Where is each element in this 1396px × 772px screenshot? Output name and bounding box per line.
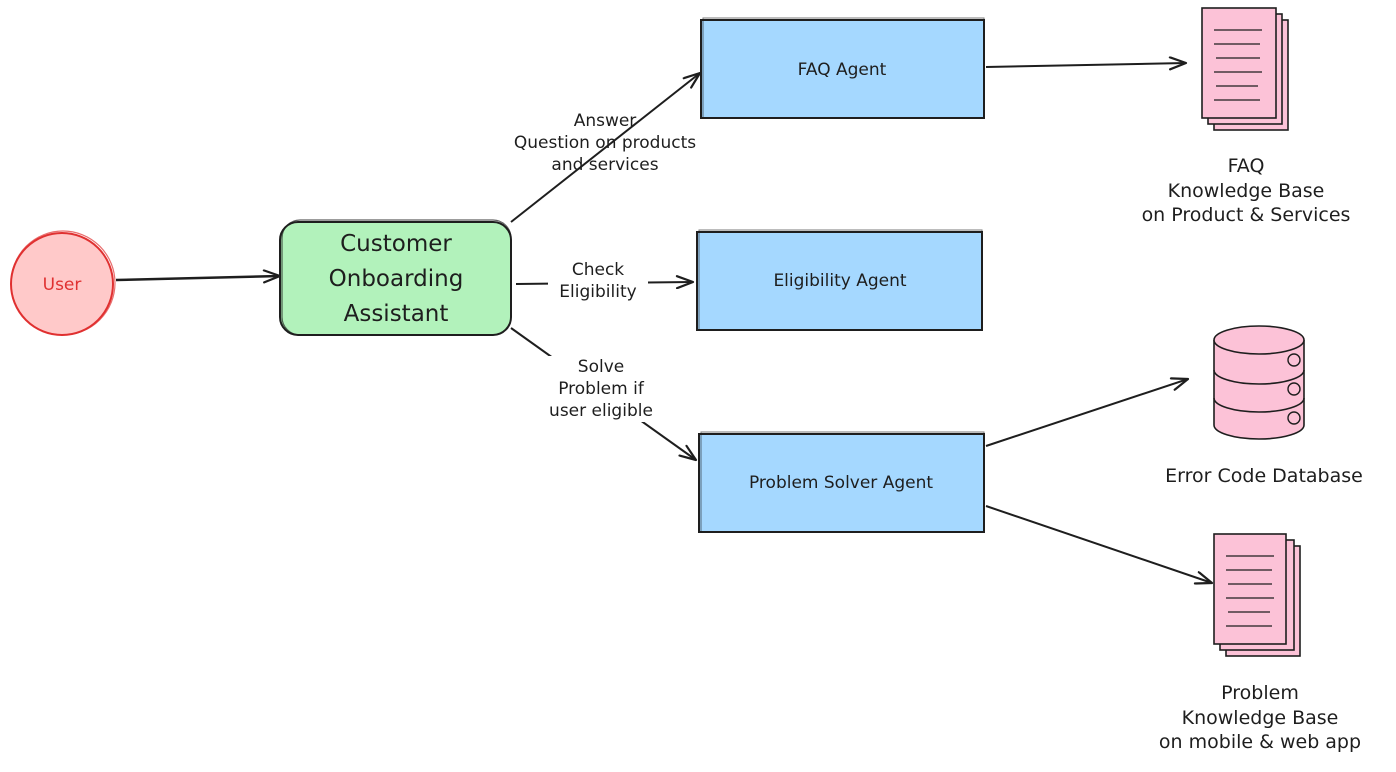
assistant-to-faq-arrow [510, 73, 700, 223]
faq-agent-label: FAQ Agent [798, 60, 887, 80]
eligibility-agent-label: Eligibility Agent [773, 271, 906, 291]
problem-solver-agent-node: Problem Solver Agent [698, 431, 985, 533]
check-eligibility-edge-label: Check Eligibility [548, 259, 648, 304]
user-to-assistant-arrow [115, 276, 280, 280]
faq-knowledge-base-label: FAQ Knowledge Base on Product & Services [1141, 155, 1351, 227]
error-code-database-label: Error Code Database [1165, 465, 1363, 487]
faq-agent-node: FAQ Agent [700, 17, 985, 119]
assistant-label-line-2: Onboarding [329, 266, 464, 292]
assistant-label-line-1: Customer [340, 231, 452, 257]
solve-problem-edge-label: Solve Problem if user eligible [538, 356, 664, 423]
problem-knowledge-base-document-icon [1213, 533, 1301, 657]
user-node: User [10, 230, 116, 336]
problem-knowledge-base-label: Problem Knowledge Base on mobile & web a… [1158, 682, 1362, 754]
problem-solver-to-problem-kb-arrow [985, 505, 1212, 583]
faq-agent-to-faq-kb-arrow [985, 63, 1186, 67]
faq-knowledge-base-document-icon [1201, 7, 1289, 131]
answer-edge-label: Answer Question on products and services [513, 111, 697, 176]
user-label: User [43, 275, 82, 295]
assistant-label-line-3: Assistant [344, 301, 449, 327]
problem-solver-agent-label: Problem Solver Agent [749, 473, 933, 493]
eligibility-agent-node: Eligibility Agent [696, 229, 983, 331]
problem-solver-to-error-db-arrow [985, 379, 1188, 447]
error-code-database-icon [1213, 325, 1305, 440]
customer-onboarding-assistant-node: Customer Onboarding Assistant [279, 219, 512, 336]
